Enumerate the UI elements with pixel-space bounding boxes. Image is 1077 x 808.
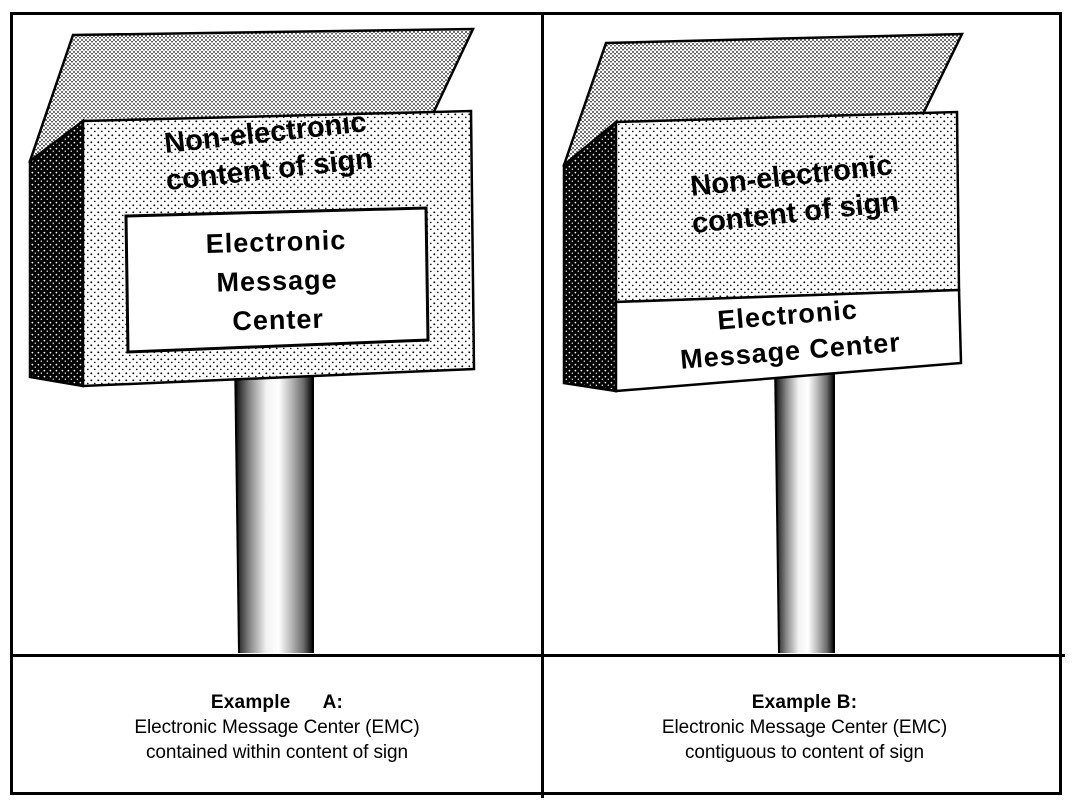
caption-example-b: Example B: Electronic Message Center (EM… xyxy=(544,657,1065,798)
emc-label-a-line2: Message xyxy=(216,264,338,297)
emc-band-b xyxy=(614,288,963,393)
caption-b-line2: contiguous to content of sign xyxy=(685,742,924,764)
sign-body-b xyxy=(562,32,965,393)
caption-a-line1: Electronic Message Center (EMC) xyxy=(134,716,420,738)
panel-vertical-divider xyxy=(541,15,544,798)
emc-label-a-line3: Center xyxy=(232,304,324,337)
caption-a-line2: contained within content of sign xyxy=(146,742,408,764)
caption-b-line1: Electronic Message Center (EMC) xyxy=(661,716,948,738)
caption-b-heading: Example B: xyxy=(751,691,858,713)
sign-side-face-b xyxy=(562,119,618,393)
sign-side-face-a xyxy=(28,118,85,388)
caption-horizontal-divider xyxy=(13,654,1065,657)
caption-a-heading: Example A: xyxy=(210,691,344,713)
illustration-panel-example-b: Non-electronic content of sign Electroni… xyxy=(544,15,1065,654)
illustration-panel-example-a: Non-electronic content of sign Electroni… xyxy=(13,15,541,654)
figure-border: Non-electronic content of sign Electroni… xyxy=(10,12,1065,798)
emc-label-a-line1: Electronic xyxy=(205,225,346,259)
sign-post-a xyxy=(234,345,314,654)
emc-box-a: Electronic Message Center xyxy=(124,206,430,354)
sign-illustration-a: Non-electronic content of sign Electroni… xyxy=(28,27,476,654)
caption-example-a: Example A: Electronic Message Center (EM… xyxy=(13,657,541,798)
sign-post-b xyxy=(774,355,835,654)
sign-illustration-b: Non-electronic content of sign Electroni… xyxy=(562,32,965,654)
